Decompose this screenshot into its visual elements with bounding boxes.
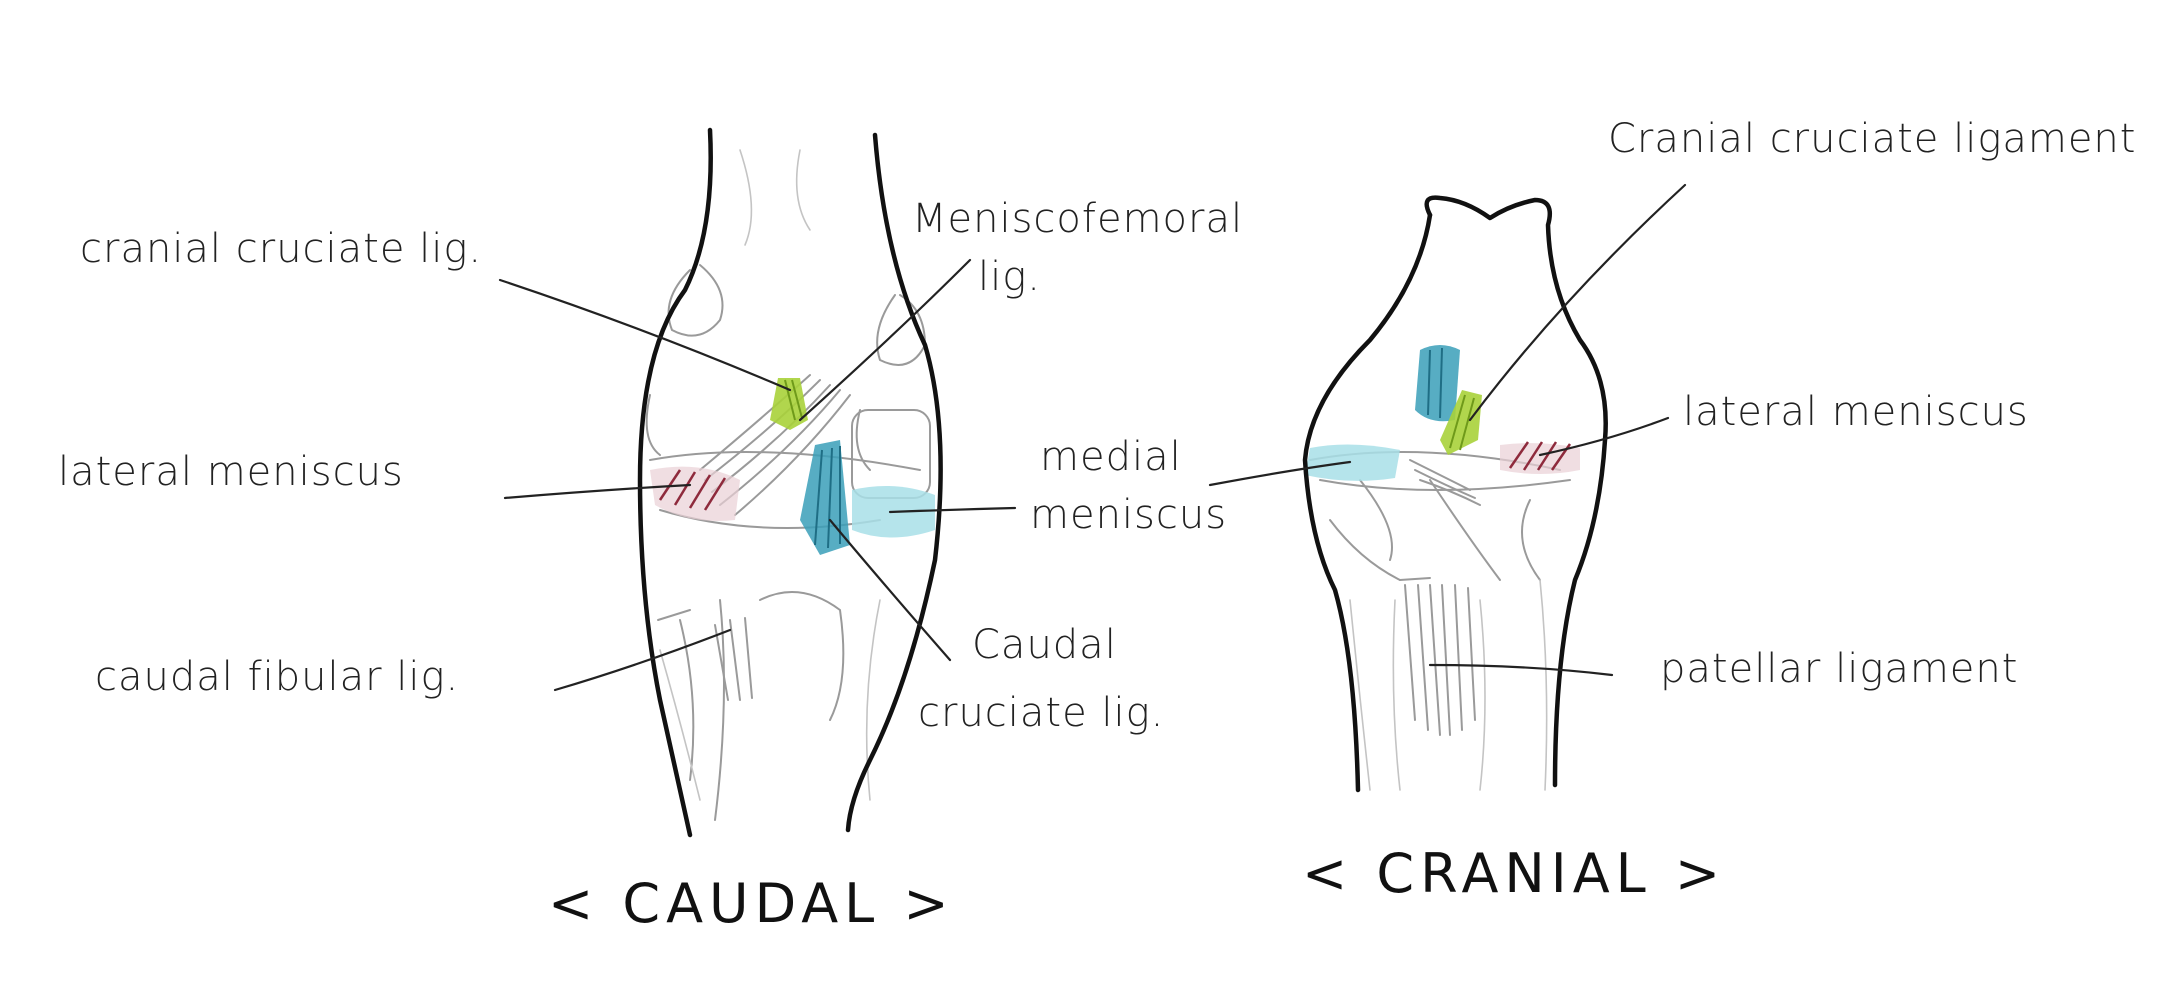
cranial-caudal-cruciate-ligament — [1415, 345, 1460, 422]
cranial-bone-sketch — [1309, 451, 1571, 791]
label-lateral-meniscus-cranial: lateral meniscus — [1683, 389, 2029, 435]
cranial-bone-outline — [1302, 195, 1608, 793]
label-caudal-cruciate-line1: Caudal — [972, 622, 1117, 668]
caudal-leader-lines — [498, 258, 1017, 692]
caudal-bone-outline — [637, 127, 943, 838]
cranial-leader-lines — [1208, 183, 1687, 677]
cranial-view-title: < CRANIAL > — [1302, 842, 1726, 905]
caudal-view-title: < CAUDAL > — [548, 872, 955, 935]
label-meniscofemoral-line1: Meniscofemoral — [912, 196, 1243, 242]
caudal-lateral-meniscus — [650, 466, 740, 521]
label-caudal-cruciate-line2: cruciate lig. — [918, 690, 1164, 736]
label-cranial-cruciate-caudal: cranial cruciate lig. — [80, 226, 482, 272]
label-medial-meniscus-line1: medial — [1040, 434, 1182, 480]
cranial-medial-meniscus — [1305, 444, 1400, 481]
label-caudal-fibular: caudal fibular lig. — [95, 654, 459, 700]
caudal-cranial-cruciate-ligament — [770, 378, 808, 430]
label-lateral-meniscus-caudal: lateral meniscus — [58, 449, 404, 495]
caudal-view: cranial cruciate lig. Meniscofemoral lig… — [58, 127, 1243, 935]
caudal-bone-sketch — [645, 149, 931, 821]
cranial-cranial-cruciate-ligament — [1440, 390, 1482, 455]
caudal-caudal-cruciate-ligament — [800, 440, 850, 555]
label-patellar-ligament: patellar ligament — [1660, 646, 2018, 692]
label-medial-meniscus-line2: meniscus — [1030, 492, 1227, 538]
label-meniscofemoral-line2: lig. — [978, 254, 1041, 300]
cranial-view: Cranial cruciate ligament lateral menisc… — [1208, 116, 2136, 905]
label-cranial-cruciate-cranial: Cranial cruciate ligament — [1608, 116, 2136, 162]
cranial-lateral-meniscus — [1500, 441, 1580, 474]
